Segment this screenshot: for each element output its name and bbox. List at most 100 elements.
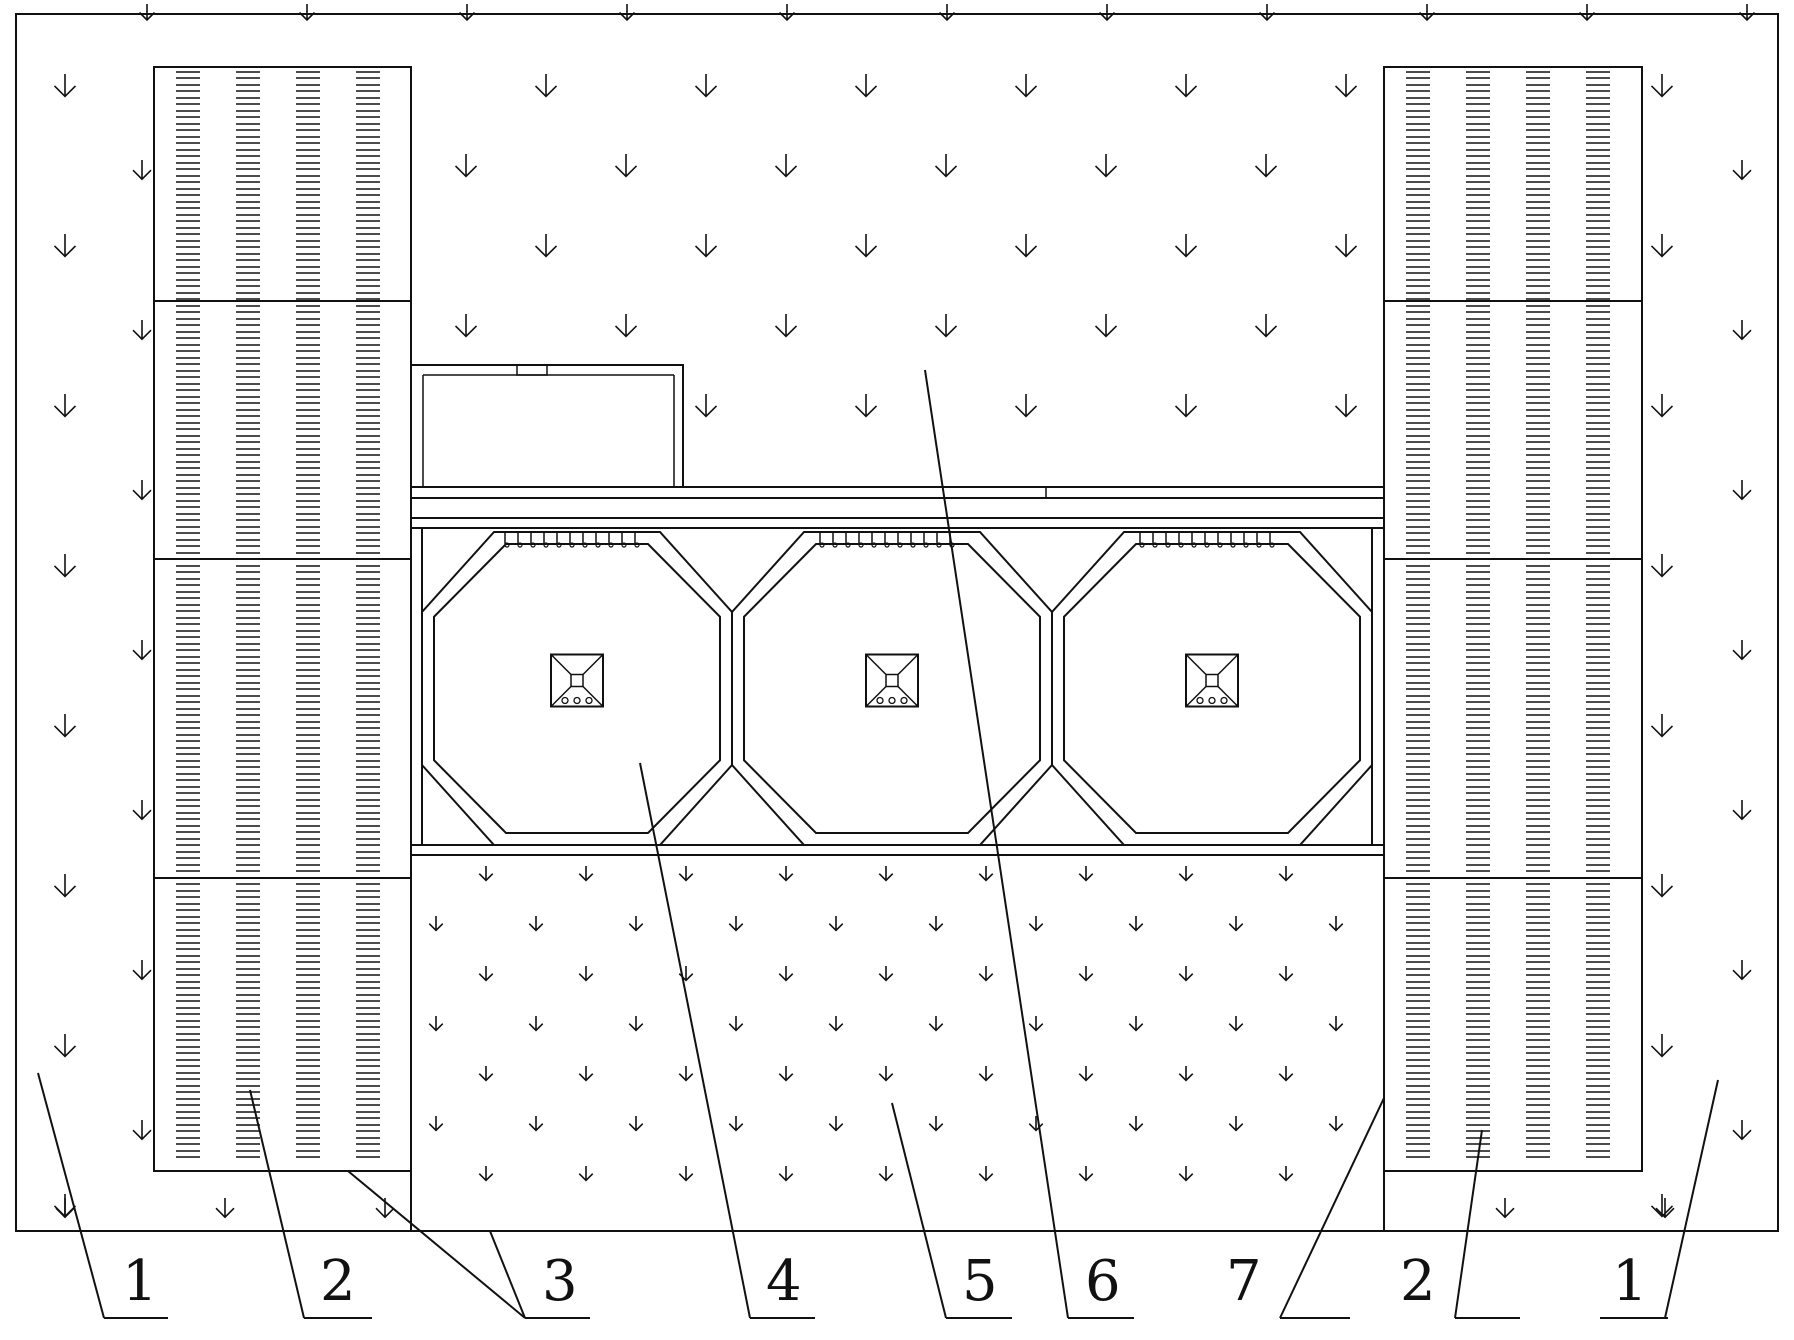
wall-dash (176, 1085, 200, 1093)
wall-dash (1406, 526, 1430, 534)
wall-dash (236, 604, 260, 612)
wall-dash (1526, 695, 1550, 703)
soil-symbol (694, 394, 718, 418)
wall-dash (1466, 188, 1490, 196)
wall-dash (236, 357, 260, 365)
wall-dash (296, 240, 320, 248)
wall-dash (1406, 110, 1430, 118)
wall-dash (1586, 500, 1610, 508)
soil-symbol (778, 1066, 794, 1082)
wall-dash (1406, 838, 1430, 846)
wall-dash (1526, 370, 1550, 378)
soil-symbol (1495, 1198, 1515, 1219)
wall-dash (1466, 474, 1490, 482)
wall-dash (1526, 773, 1550, 781)
soil-symbol (1228, 1016, 1244, 1032)
soil-symbol (1254, 154, 1278, 178)
wall-dash (296, 110, 320, 118)
wall-dash (1586, 1020, 1610, 1028)
steel-cell (731, 531, 1053, 846)
wall-dash (1406, 695, 1430, 703)
wall-dash (1586, 552, 1610, 560)
wall-dash (236, 461, 260, 469)
wall-dash (176, 1072, 200, 1080)
wall-dash (1526, 786, 1550, 794)
wall-dash (1526, 97, 1550, 105)
wall-dash (1526, 149, 1550, 157)
wall-dash (176, 942, 200, 950)
wall-dash (356, 630, 380, 638)
soil-symbol (53, 554, 77, 578)
wall-dash (1466, 721, 1490, 729)
wall-dash (1586, 760, 1610, 768)
wall-dash (1406, 981, 1430, 989)
wall-dash (1586, 838, 1610, 846)
soil-symbol (53, 714, 77, 738)
wall-dash (176, 1124, 200, 1132)
wall-dash (1586, 97, 1610, 105)
label-4: 4 (766, 1249, 802, 1314)
wall-dash (1466, 864, 1490, 872)
wall-dash (1466, 136, 1490, 144)
wall-dash (176, 1059, 200, 1067)
wall-dash (176, 331, 200, 339)
wall-dash (1406, 305, 1430, 313)
wall-dash (176, 1033, 200, 1041)
wall-dash (1466, 487, 1490, 495)
wall-dash (1586, 448, 1610, 456)
wall-dash (1406, 760, 1430, 768)
wall-dash (1526, 669, 1550, 677)
wall-dash (1586, 1046, 1610, 1054)
leader-lines (37, 369, 1719, 1319)
wall-dash (296, 929, 320, 937)
wall-dash (1526, 136, 1550, 144)
wall-dash (1466, 669, 1490, 677)
wall-dash (236, 1150, 260, 1158)
wall-dash (176, 461, 200, 469)
wall-dash (296, 435, 320, 443)
wall-dash (1586, 994, 1610, 1002)
wall-dash (236, 331, 260, 339)
soil-symbol (778, 4, 796, 22)
wall-dash (1526, 825, 1550, 833)
wall-dash (1406, 942, 1430, 950)
wall-dash (296, 630, 320, 638)
wall-dash (176, 318, 200, 326)
wall-dash (1406, 383, 1430, 391)
wall-dash (296, 188, 320, 196)
wall-dash (356, 682, 380, 690)
wall-dash (356, 604, 380, 612)
wall-dash (236, 721, 260, 729)
wall-dash (1406, 84, 1430, 92)
wall-dash (1406, 1098, 1430, 1106)
wall-dash (236, 240, 260, 248)
label-6: 6 (1085, 1249, 1121, 1314)
wall-dash (1526, 851, 1550, 859)
wall-dash (236, 942, 260, 950)
wall-dash (1466, 1085, 1490, 1093)
wall-dash (236, 1072, 260, 1080)
wall-dash (1466, 370, 1490, 378)
wall-dash (236, 110, 260, 118)
wall-dash (176, 357, 200, 365)
wall-dash (1586, 851, 1610, 859)
wall-dash (236, 838, 260, 846)
wall-dash (1406, 331, 1430, 339)
wall-dash (1466, 604, 1490, 612)
soil-symbol (1178, 1066, 1194, 1082)
wall-dash (1526, 877, 1550, 885)
soil-symbol (1650, 714, 1674, 738)
wall-dash (356, 1150, 380, 1158)
wall-dash (1526, 994, 1550, 1002)
wall-dash (1586, 305, 1610, 313)
wall-dash (1466, 1046, 1490, 1054)
wall-dash (296, 461, 320, 469)
wall-dash (296, 162, 320, 170)
wall-dash (1406, 266, 1430, 274)
wall-dash (236, 591, 260, 599)
wall-dash (296, 175, 320, 183)
wall-dash (296, 201, 320, 209)
soil-symbol (628, 916, 644, 932)
wall-dash (1406, 591, 1430, 599)
wall-dash (296, 422, 320, 430)
